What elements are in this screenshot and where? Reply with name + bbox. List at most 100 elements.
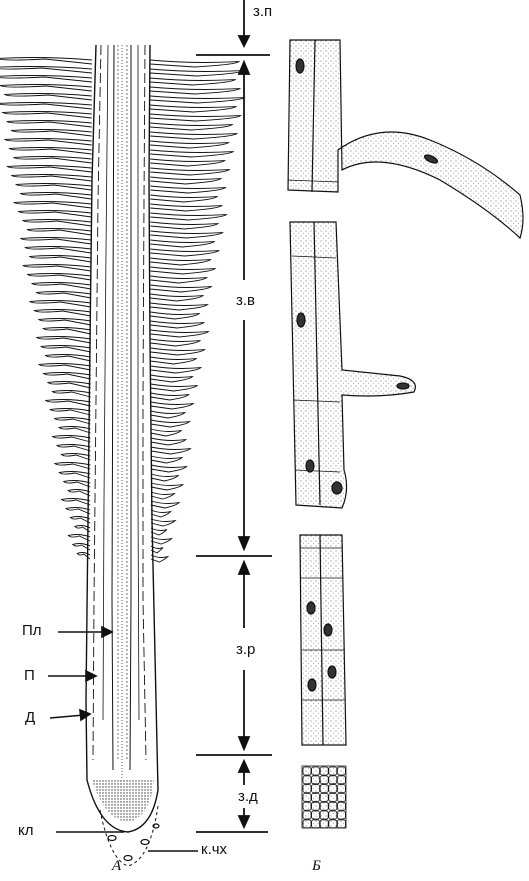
root-hair — [43, 373, 90, 380]
cortex-line — [103, 45, 108, 720]
root-hair — [151, 411, 185, 418]
root-hair — [64, 481, 91, 488]
root-hair — [68, 490, 90, 497]
root-hair — [59, 427, 90, 434]
root-hair — [150, 276, 206, 283]
meristem-cell — [337, 785, 345, 793]
meristem-cell — [303, 802, 311, 810]
root-hair — [150, 96, 244, 103]
root-hair — [36, 292, 91, 299]
root-hair — [150, 303, 207, 310]
cell-segment-3 — [300, 535, 346, 745]
label-p: П — [24, 668, 35, 684]
root-hair — [151, 348, 205, 355]
root-hair — [30, 301, 91, 308]
root-hair — [151, 447, 191, 454]
root-hair — [150, 267, 215, 274]
root-hair — [151, 420, 190, 427]
meristem-cell — [329, 802, 337, 810]
root-hair — [151, 375, 193, 382]
meristem-cell — [320, 785, 328, 793]
root-hair — [150, 240, 214, 247]
root-hair — [151, 528, 167, 535]
meristem-cell — [320, 776, 328, 784]
root-hair — [151, 501, 179, 508]
root-hair — [52, 391, 90, 398]
root-hair — [151, 384, 197, 391]
root-hair — [150, 87, 240, 94]
meristem-cell — [303, 785, 311, 793]
meristem-cell — [329, 793, 337, 801]
zone-label-zr: з.р — [236, 642, 255, 658]
meristem-cell — [303, 776, 311, 784]
root-tip-drawing — [86, 45, 159, 866]
label-pl: Пл — [22, 623, 42, 639]
meristem-cell — [337, 820, 345, 828]
root-hair — [150, 294, 202, 301]
meristem-cell — [303, 793, 311, 801]
root-hair — [5, 94, 92, 101]
root-hair — [150, 168, 229, 175]
root-hair — [150, 150, 233, 157]
panel-label-a: А — [112, 858, 121, 875]
meristem-cell — [337, 811, 345, 819]
root-hair — [25, 247, 91, 254]
meristem-cell — [337, 776, 345, 784]
meristem-cell — [303, 811, 311, 819]
root-hair — [70, 517, 90, 524]
root-hair — [151, 510, 171, 517]
meristem-cell — [312, 820, 320, 828]
meristem-cell — [329, 820, 337, 828]
root-hair — [150, 132, 237, 139]
root-hair — [18, 211, 91, 218]
root-hair — [68, 535, 90, 542]
root-hair — [0, 58, 92, 65]
root-hair — [150, 204, 222, 211]
root-hair — [151, 483, 183, 490]
cell-segment-4 — [302, 766, 346, 828]
meristem-cell — [312, 767, 320, 775]
root-hair — [39, 364, 91, 371]
zone-label-zv: з.в — [236, 293, 255, 309]
root-hair — [62, 499, 91, 506]
root-hair — [150, 105, 236, 112]
root-hair — [150, 186, 225, 193]
root-hair — [50, 409, 90, 416]
cell-segment-2 — [290, 222, 415, 508]
root-hair — [151, 321, 204, 328]
root-hair — [41, 346, 91, 353]
root-hair — [52, 436, 90, 443]
root-hair — [0, 76, 92, 83]
meristem-cell — [337, 802, 345, 810]
root-hair — [55, 418, 91, 425]
root-hair — [39, 319, 91, 326]
root-hair — [150, 60, 239, 67]
root-hair — [151, 402, 194, 409]
meristem-cell — [312, 793, 320, 801]
root-hair — [150, 177, 221, 184]
root-hair — [28, 274, 92, 281]
root-hairs-left — [0, 58, 92, 560]
root-hair — [150, 285, 211, 292]
label-d: Д — [25, 710, 35, 726]
root-hair — [48, 382, 91, 389]
meristem-cell — [329, 811, 337, 819]
root-hair — [21, 193, 92, 200]
meristem-cell — [329, 776, 337, 784]
root-hair — [151, 492, 175, 499]
meristem-cell — [320, 802, 328, 810]
root-hair — [150, 78, 235, 85]
root-hair — [151, 438, 186, 445]
root-hair — [151, 519, 175, 526]
root-hair — [7, 166, 91, 173]
root-hair — [5, 139, 92, 146]
meristem-cell — [303, 767, 311, 775]
root-hair — [150, 258, 210, 265]
label-kch: к.чх — [201, 842, 227, 858]
root-hairs-right — [150, 60, 244, 562]
meristem-cell — [312, 802, 320, 810]
epidermis-line — [93, 45, 101, 760]
meristem-cell — [337, 793, 345, 801]
meristem-cell — [303, 820, 311, 828]
